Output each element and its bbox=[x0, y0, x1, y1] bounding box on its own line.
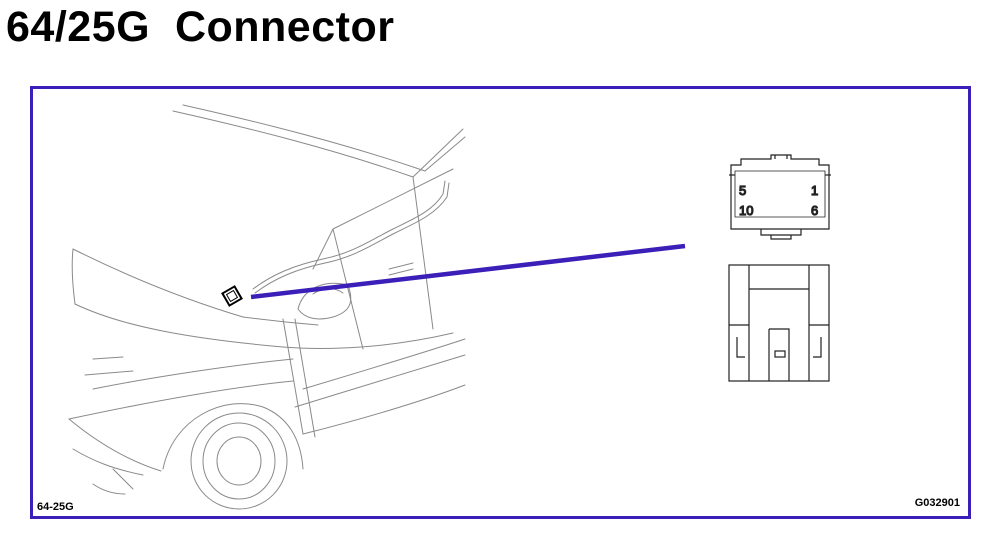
figure-id: G032901 bbox=[914, 497, 960, 509]
pin-label-5: 5 bbox=[739, 183, 746, 198]
connector-location-diagram: 5 1 10 6 bbox=[68, 104, 831, 510]
connector-side-view bbox=[728, 264, 830, 382]
pin-label-10: 10 bbox=[739, 203, 753, 218]
pin-label-6: 6 bbox=[811, 203, 818, 218]
location-code: 64-25G bbox=[37, 501, 74, 513]
car-illustration bbox=[68, 104, 466, 510]
leader-line bbox=[250, 243, 686, 300]
connector-location-marker bbox=[221, 285, 243, 307]
pin-label-1: 1 bbox=[811, 183, 818, 198]
page-title: 64/25G Connector bbox=[6, 3, 395, 51]
diagram-frame: 5 1 10 6 64-25G G032901 bbox=[30, 86, 971, 519]
connector-face-view: 5 1 10 6 bbox=[729, 154, 831, 240]
